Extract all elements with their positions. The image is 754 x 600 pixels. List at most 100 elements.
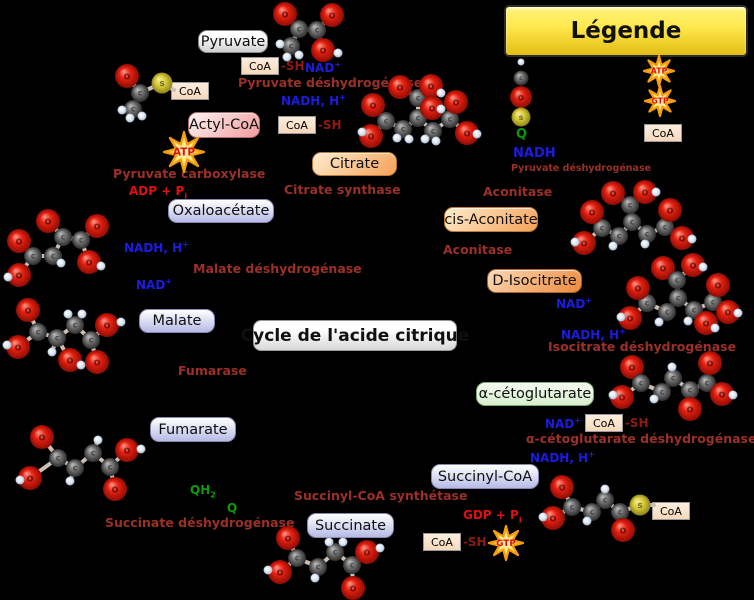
atom-C xyxy=(288,549,306,567)
atom-C xyxy=(309,558,327,576)
svg-text:o: o xyxy=(642,188,649,199)
atom-H xyxy=(654,317,664,327)
atom-H xyxy=(56,258,66,268)
atom-C xyxy=(658,303,676,321)
svg-text:o: o xyxy=(725,308,732,319)
metabolite-citrate: Citrate xyxy=(312,152,397,176)
atom-H xyxy=(125,113,135,123)
atom-H xyxy=(683,316,693,326)
atom-H xyxy=(294,50,304,60)
svg-text:c: c xyxy=(675,276,680,285)
svg-text:o: o xyxy=(277,568,284,579)
svg-text:o: o xyxy=(282,10,289,21)
svg-text:o: o xyxy=(464,129,471,140)
atom-H xyxy=(616,312,626,322)
metabolite-malate: Malate xyxy=(139,309,215,333)
cofactor-label: GDP + Pi xyxy=(463,508,522,525)
atom-O xyxy=(601,181,625,205)
svg-text:o: o xyxy=(67,356,74,367)
svg-text:c: c xyxy=(590,508,595,517)
cofactor-label: Q xyxy=(516,127,528,142)
svg-text:o: o xyxy=(112,485,119,496)
atom-C xyxy=(593,219,611,237)
svg-text:o: o xyxy=(16,237,23,248)
atom-C xyxy=(596,491,614,509)
atom-C xyxy=(563,498,581,516)
atom-O xyxy=(355,540,379,564)
svg-text:o: o xyxy=(397,83,404,94)
atom-O xyxy=(36,209,60,233)
svg-text:c: c xyxy=(688,386,693,395)
svg-text:o: o xyxy=(453,98,460,109)
atom-H xyxy=(472,129,482,139)
svg-text:c: c xyxy=(705,379,710,388)
coa-tag: CoA xyxy=(644,124,682,142)
sh-label: -SH xyxy=(462,535,487,549)
atom-O xyxy=(611,518,635,542)
atom-H xyxy=(608,390,618,400)
svg-text:c: c xyxy=(630,218,635,227)
svg-text:o: o xyxy=(518,92,525,103)
atom-H xyxy=(65,476,75,486)
atom-C xyxy=(29,323,47,341)
atom-O xyxy=(716,300,740,324)
atom-O xyxy=(6,335,30,359)
sh-label: -SH xyxy=(280,59,305,73)
atom-O xyxy=(16,298,40,322)
atom-O xyxy=(320,3,344,27)
atom-O xyxy=(633,180,657,204)
atom-C xyxy=(282,37,300,55)
enzyme-label: Succinate déshydrogénase xyxy=(105,515,295,530)
atom-H xyxy=(3,272,13,282)
atom-C xyxy=(583,503,601,521)
svg-text:o: o xyxy=(719,390,726,401)
svg-text:c: c xyxy=(645,299,650,308)
atom-H xyxy=(431,136,441,146)
coa-tag: CoA xyxy=(171,82,209,100)
atom-H xyxy=(728,390,738,400)
atp-star: ATP xyxy=(642,54,676,88)
gtp-star: GTP xyxy=(643,84,677,118)
atom-O xyxy=(276,526,300,550)
svg-text:c: c xyxy=(660,388,665,397)
enzyme-label: Isocitrate déshydrogénase xyxy=(548,339,737,354)
atom-H xyxy=(282,52,292,62)
star-label: ATP xyxy=(651,67,668,76)
svg-text:o: o xyxy=(660,264,667,275)
atom-C xyxy=(664,369,682,387)
svg-text:o: o xyxy=(429,104,436,115)
svg-text:c: c xyxy=(401,125,406,134)
atom-O xyxy=(706,273,730,297)
svg-text:c: c xyxy=(131,105,136,114)
svg-text:s: s xyxy=(519,113,524,122)
svg-text:c: c xyxy=(73,321,78,330)
cofactor-label: ADP + Pi xyxy=(129,184,188,201)
atom-H xyxy=(2,340,12,350)
cofactor-label: Q xyxy=(227,501,238,515)
atom-H xyxy=(324,537,334,547)
coa-tag-label: CoA xyxy=(278,116,316,134)
cycle-title: Cycle de l'acide citrique xyxy=(241,320,469,351)
svg-text:o: o xyxy=(629,363,636,374)
atom-O xyxy=(580,200,604,224)
atom-S xyxy=(629,494,651,516)
metabolite-succinyl-coa: Succinyl-CoA xyxy=(431,464,539,489)
atom-H xyxy=(404,134,414,144)
svg-text:o: o xyxy=(620,526,627,537)
atom-H xyxy=(375,543,385,553)
atom-C xyxy=(610,227,628,245)
atom-C xyxy=(632,374,650,392)
svg-text:c: c xyxy=(711,298,716,307)
atom-O xyxy=(572,231,596,255)
svg-text:c: c xyxy=(570,503,575,512)
svg-text:c: c xyxy=(676,294,681,303)
svg-text:c: c xyxy=(600,224,605,233)
enzyme-label: Malate déshydrogénase xyxy=(193,261,362,276)
svg-text:o: o xyxy=(45,217,52,228)
svg-text:s: s xyxy=(637,501,642,511)
